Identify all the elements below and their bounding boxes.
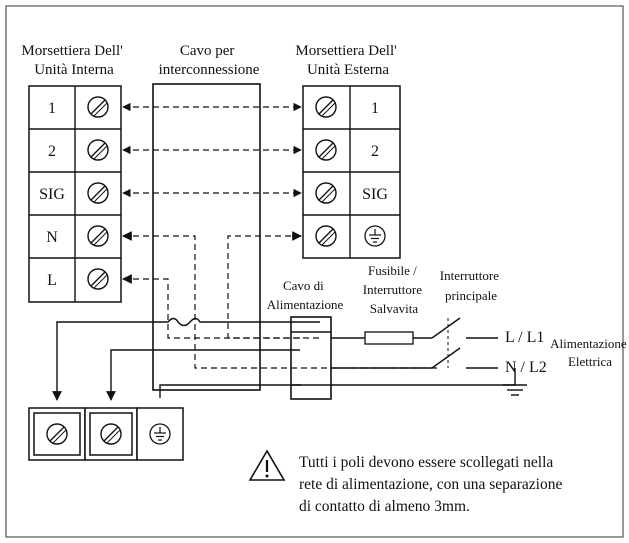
supply-line-l-label: L / L1 xyxy=(505,329,544,346)
interconnection-cable-box xyxy=(152,83,261,391)
internal-terminal-block: 1 2 SIG N L xyxy=(28,85,122,303)
interconnection-wires xyxy=(122,102,438,369)
ground-terminal-icon xyxy=(364,225,386,247)
main-switch-label: Interruttore principale xyxy=(440,268,502,303)
external-terminal-label: SIG xyxy=(362,186,388,203)
feeder-wires xyxy=(52,317,320,401)
supply-wiring xyxy=(331,317,527,396)
internal-terminal-heading: Morsettiera Dell' Unità Interna xyxy=(21,43,126,78)
interconnection-cable-heading: Cavo per interconnessione xyxy=(159,43,260,78)
screw-terminal-icon xyxy=(87,96,109,118)
power-cable-box xyxy=(290,316,332,400)
external-terminal-block: 1 2 SIG xyxy=(302,85,401,259)
fuse-label: Fusibile / Interruttore Salvavita xyxy=(363,263,425,316)
external-terminal-heading: Morsettiera Dell' Unità Esterna xyxy=(295,43,400,78)
screw-terminal-icon xyxy=(315,139,337,161)
power-cable-label: Cavo di Alimentazione xyxy=(267,278,344,312)
internal-terminal-label: 1 xyxy=(48,100,56,117)
internal-terminal-label: 2 xyxy=(48,143,56,160)
warning-text: Tutti i poli devono essere scollegati ne… xyxy=(299,454,566,515)
screw-terminal-icon xyxy=(315,225,337,247)
screw-terminal-icon xyxy=(315,96,337,118)
screw-terminal-icon xyxy=(46,423,68,445)
internal-terminal-label: N xyxy=(46,229,58,246)
screw-terminal-icon xyxy=(100,423,122,445)
warning-triangle-icon xyxy=(248,449,286,481)
bottom-terminal-block xyxy=(28,407,184,461)
external-terminal-label: 1 xyxy=(371,100,379,117)
supply-line-n-label: N / L2 xyxy=(505,359,547,376)
screw-terminal-icon xyxy=(87,225,109,247)
screw-terminal-icon xyxy=(87,139,109,161)
screw-terminal-icon xyxy=(87,182,109,204)
power-supply-label: Alimentazione Elettrica xyxy=(550,336,629,369)
ground-terminal-icon xyxy=(149,423,171,445)
diagram-frame xyxy=(5,5,624,538)
internal-terminal-label: L xyxy=(47,272,57,289)
screw-terminal-icon xyxy=(315,182,337,204)
screw-terminal-icon xyxy=(87,268,109,290)
fuse-symbol xyxy=(364,331,414,345)
internal-terminal-label: SIG xyxy=(39,186,65,203)
external-terminal-label: 2 xyxy=(371,143,379,160)
